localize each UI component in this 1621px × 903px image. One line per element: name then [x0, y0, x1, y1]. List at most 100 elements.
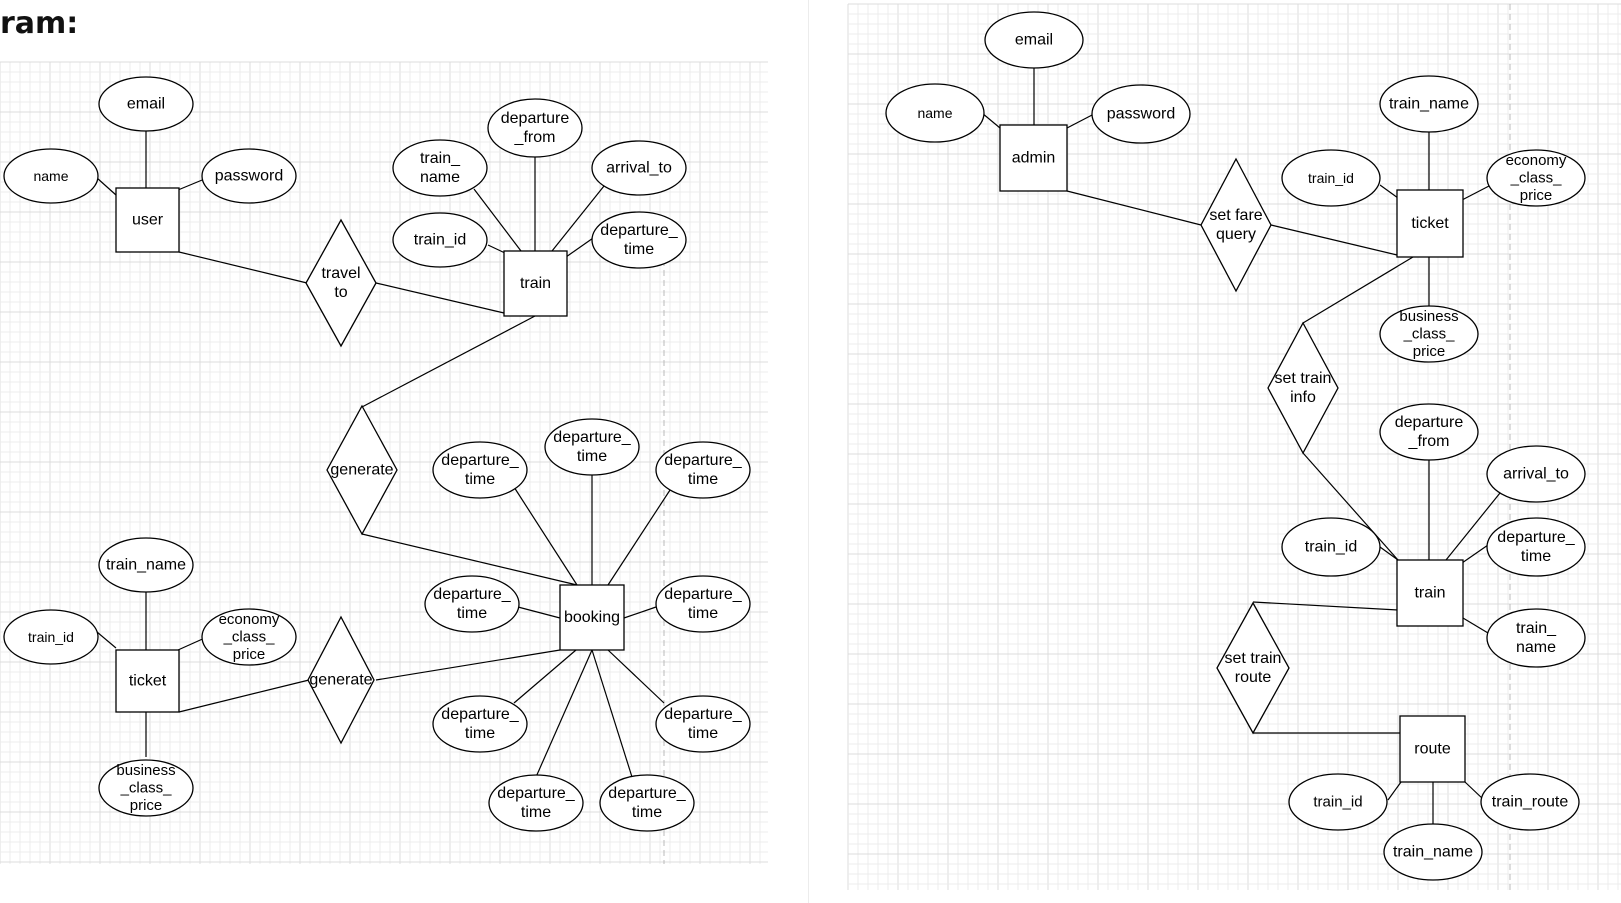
label-line: departure_ [664, 706, 742, 723]
label-line: economy [1506, 152, 1567, 169]
attr-admin-password: password [1091, 84, 1191, 144]
label-line: arrival_to [1503, 466, 1569, 483]
attr-booking-2: departure_time [544, 418, 640, 476]
attr-user-email: email [98, 76, 194, 132]
edge-admin-password [1066, 113, 1095, 129]
attr-ticket-train-id: train_id [3, 609, 99, 665]
edge-ticket-generate2 [178, 679, 310, 713]
label-line: to [334, 284, 347, 301]
edge-ticket-settraininfo [1302, 256, 1414, 324]
label-line: _class_ [223, 629, 276, 646]
label-line: travel [321, 265, 360, 282]
label-line: name [917, 105, 952, 121]
label-line: train_name [106, 557, 186, 574]
label-line: departure_ [497, 785, 575, 802]
label-line: email [127, 96, 165, 113]
attr-train-train-id: train_id [1281, 517, 1381, 577]
attr-booking-9: departure_time [599, 774, 695, 832]
attr-booking-7: departure_time [655, 695, 751, 753]
edge-train-arrival [1445, 492, 1501, 561]
label-line: email [1015, 32, 1053, 49]
label-line: train [520, 275, 551, 292]
attr-ticket-train-id: train_id [1281, 149, 1381, 207]
edge-setfare-ticket [1270, 224, 1398, 256]
label-line: train_ [420, 150, 461, 167]
attr-admin-name: name [885, 83, 985, 143]
label-line: departure_ [600, 222, 678, 239]
label-line: generate [330, 462, 393, 479]
entity-route: route [1399, 715, 1466, 783]
attr-route-train-id: train_id [1288, 773, 1388, 831]
label-line: train_ [1516, 620, 1557, 637]
edge-user-name [96, 177, 117, 196]
attr-train-arrival-to: arrival_to [1486, 445, 1586, 503]
attr-train-departure-from: departure_from [487, 98, 583, 158]
label-line: name [33, 168, 68, 184]
attr-route-train-name: train_name [1383, 823, 1483, 881]
attr-booking-5: departure_time [655, 575, 751, 633]
entity-booking: booking [559, 584, 625, 651]
label-line: departure_ [608, 785, 686, 802]
attr-ticket-train-name: train_name [98, 537, 194, 593]
attr-train-arrival-to: arrival_to [591, 140, 687, 196]
attr-booking-8: departure_time [488, 774, 584, 832]
attr-train-departure-time: departure_time [1486, 517, 1586, 577]
label-line: ticket [1411, 215, 1449, 232]
left-grid [0, 61, 768, 864]
attr-booking-1: departure_time [432, 441, 528, 499]
edge-train-trainname [1462, 617, 1489, 634]
edge-ticket-trainid [1379, 184, 1399, 199]
label-line: price [1520, 187, 1553, 204]
edge-train-trainid [1379, 546, 1399, 561]
label-line: business [1399, 308, 1458, 325]
label-line: departure_ [664, 452, 742, 469]
label-line: economy [219, 611, 280, 628]
edge-generate2-booking [375, 649, 561, 681]
edge-ticket-economy [1461, 185, 1490, 201]
label-line: user [132, 212, 164, 229]
label-line: time [688, 605, 718, 622]
edge-train-deptime [565, 235, 597, 258]
label-line: name [1516, 639, 1556, 656]
label-line: password [1107, 106, 1175, 123]
edge-train-trainid [487, 244, 506, 254]
attr-ticket-economy: economy_class_price [201, 608, 297, 666]
edge-ticket-trainid [96, 631, 117, 649]
attr-route-train-route: train_route [1480, 773, 1580, 831]
grid-background [0, 3, 1621, 890]
label-line: _class_ [1510, 170, 1563, 187]
label-line: time [1521, 548, 1551, 565]
edge-booking-a9 [591, 649, 633, 778]
label-line: time [688, 471, 718, 488]
label-line: train_name [1393, 844, 1473, 861]
attr-train-departure-time: departure_time [591, 211, 687, 269]
label-line: departure [501, 110, 570, 127]
label-line: _class_ [120, 780, 173, 797]
label-line: query [1216, 226, 1256, 243]
edge-admin-setfare [1066, 190, 1202, 226]
attr-user-password: password [201, 148, 297, 204]
label-line: price [1413, 343, 1446, 360]
attr-booking-6: departure_time [432, 695, 528, 753]
label-line: time [632, 804, 662, 821]
label-line: set fare [1209, 207, 1262, 224]
connector-lines [96, 68, 1501, 824]
label-line: info [1290, 389, 1316, 406]
label-line: train [1414, 585, 1445, 602]
edge-train-trainname [473, 188, 522, 252]
label-line: password [215, 168, 283, 185]
edge-route-trainroute [1464, 781, 1485, 801]
label-line: price [233, 646, 266, 663]
attr-admin-email: email [984, 11, 1084, 69]
label-line: route [1414, 741, 1451, 758]
attr-ticket-business: business_class_price [1379, 305, 1479, 363]
label-line: _class_ [1403, 326, 1456, 343]
label-line: booking [564, 609, 620, 626]
label-line: time [577, 448, 607, 465]
attr-ticket-economy: economy_class_price [1486, 149, 1586, 207]
label-line: train_name [1389, 96, 1469, 113]
attr-train-id: train_id [392, 212, 488, 268]
